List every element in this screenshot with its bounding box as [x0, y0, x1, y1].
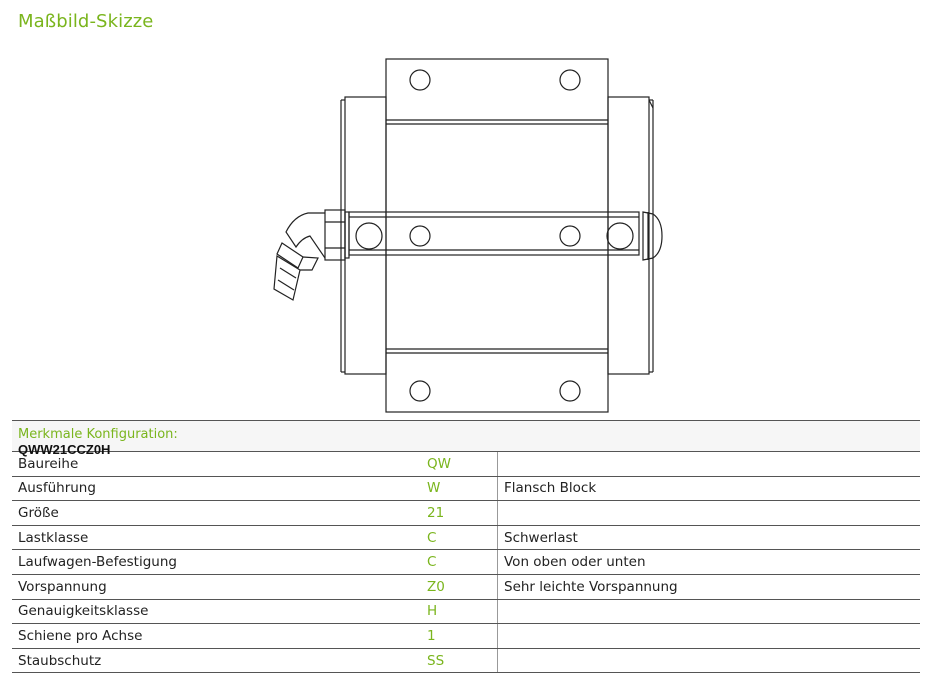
feature-name: Baureihe — [18, 455, 79, 472]
table-row: Baureihe QW — [12, 452, 920, 477]
feature-value: 1 — [427, 627, 436, 644]
mounting-hole — [409, 225, 431, 247]
grease-nipple — [324, 209, 346, 261]
table-row: Vorspannung Z0 Sehr leichte Vorspannung — [12, 574, 920, 600]
rail-hole — [606, 222, 634, 250]
end-seal-right — [607, 96, 650, 375]
feature-value: QW — [427, 455, 451, 472]
mounting-hole — [559, 225, 581, 247]
feature-value: SS — [427, 652, 445, 669]
end-seal-left — [344, 96, 387, 375]
configuration-label: Merkmale Konfiguration: — [18, 427, 178, 442]
feature-description — [497, 452, 920, 476]
feature-name: Lastklasse — [18, 529, 89, 546]
feature-value: H — [427, 603, 438, 620]
feature-description: Sehr leichte Vorspannung — [497, 574, 920, 599]
table-row: Laufwagen-Befestigung C Von oben oder un… — [12, 550, 920, 575]
feature-name: Laufwagen-Befestigung — [18, 554, 177, 571]
rail-hole — [355, 222, 383, 250]
mounting-hole — [409, 69, 431, 91]
table-row: Staubschutz SS — [12, 648, 920, 674]
table-row: Schiene pro Achse 1 — [12, 624, 920, 649]
carriage-block — [385, 58, 609, 413]
dimension-sketch — [273, 58, 663, 413]
configuration-code: QWW21CCZ0H — [18, 442, 111, 457]
feature-description: Von oben oder unten — [497, 550, 920, 574]
table-row: Lastklasse C Schwerlast — [12, 525, 920, 551]
configuration-header: Merkmale Konfiguration: QWW21CCZ0H — [12, 420, 920, 457]
feature-name: Schiene pro Achse — [18, 627, 143, 644]
feature-description — [497, 501, 920, 525]
end-plug — [642, 211, 663, 261]
mounting-hole — [559, 380, 581, 402]
table-row: Genauigkeitsklasse H — [12, 599, 920, 625]
feature-name: Größe — [18, 504, 59, 521]
feature-value: C — [427, 554, 437, 571]
feature-description — [497, 599, 920, 624]
table-row: Ausführung W Flansch Block — [12, 476, 920, 502]
configuration-table: Merkmale Konfiguration: QWW21CCZ0H Baure… — [12, 420, 920, 674]
feature-name: Ausführung — [18, 480, 96, 497]
feature-name: Vorspannung — [18, 578, 107, 595]
feature-description — [497, 648, 920, 673]
feature-value: W — [427, 480, 441, 497]
mounting-hole — [559, 69, 581, 91]
feature-description — [497, 624, 920, 648]
feature-name: Genauigkeitsklasse — [18, 603, 149, 620]
feature-description: Flansch Block — [497, 476, 920, 501]
mounting-hole — [409, 380, 431, 402]
feature-value: Z0 — [427, 578, 445, 595]
feature-value: C — [427, 529, 437, 546]
feature-description: Schwerlast — [497, 525, 920, 550]
feature-name: Staubschutz — [18, 652, 102, 669]
table-row: Größe 21 — [12, 501, 920, 526]
feature-value: 21 — [427, 504, 445, 521]
rail — [348, 211, 640, 256]
page-title: Maßbild-Skizze — [18, 11, 154, 32]
